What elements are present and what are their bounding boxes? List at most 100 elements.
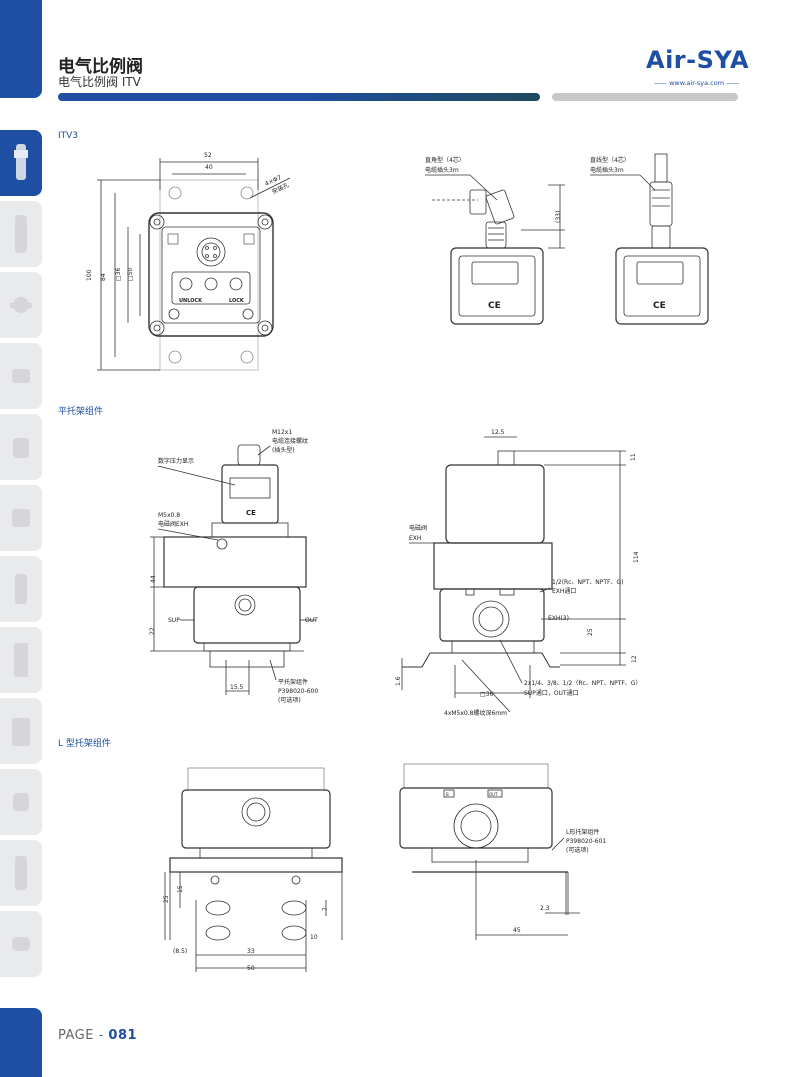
svg-text:SUP: SUP xyxy=(168,617,180,624)
svg-text:□36: □36 xyxy=(115,268,122,281)
svg-text:2.3: 2.3 xyxy=(540,905,550,912)
fitting-product-icon xyxy=(12,369,30,383)
header-bar-blue xyxy=(58,93,298,101)
svg-text:33: 33 xyxy=(247,948,255,955)
svg-text:UNLOCK: UNLOCK xyxy=(179,298,203,304)
header-bar-gray xyxy=(552,93,738,101)
svg-text:OUT: OUT xyxy=(305,617,318,624)
svg-text:直线型（4芯）: 直线型（4芯） xyxy=(590,156,630,164)
svg-text:15: 15 xyxy=(177,885,184,893)
svg-text:CE: CE xyxy=(246,509,256,517)
svg-text:CE: CE xyxy=(653,301,666,311)
svg-text:2x1/4、3/8、1/2（Rc、NPT、NPTF、G）: 2x1/4、3/8、1/2（Rc、NPT、NPTF、G） xyxy=(524,680,641,687)
section-title-l-bracket: L 型托架组件 xyxy=(58,739,111,749)
svg-text:15.5: 15.5 xyxy=(230,684,244,691)
svg-text:25: 25 xyxy=(163,895,170,903)
side-tab-top xyxy=(0,0,42,98)
svg-text:LOCK: LOCK xyxy=(229,298,245,304)
header-bar-teal xyxy=(290,93,540,101)
svg-text:P398020-601: P398020-601 xyxy=(566,838,606,845)
svg-text:□36: □36 xyxy=(480,691,493,698)
valve-product-icon xyxy=(14,144,28,180)
page-title: 电气比例阀 xyxy=(58,57,143,77)
svg-text:1/2(Rc、NPT、NPTF、G): 1/2(Rc、NPT、NPTF、G) xyxy=(552,579,623,586)
svg-text:电缆插头3m: 电缆插头3m xyxy=(590,166,624,174)
svg-text:7: 7 xyxy=(322,907,329,911)
block-product-icon xyxy=(12,509,30,527)
side-tab-product-8[interactable] xyxy=(0,627,42,693)
svg-text:11: 11 xyxy=(630,453,637,461)
side-tab-product-6[interactable] xyxy=(0,485,42,551)
svg-text:电磁阀: 电磁阀 xyxy=(409,524,427,532)
flat-bracket-front-view: CE 44 22 SUP OUT M12x1 电缆连接螺纹 (插头型) 数字压力… xyxy=(149,429,318,704)
svg-text:电缆插头3m: 电缆插头3m xyxy=(425,166,459,174)
svg-text:84: 84 xyxy=(100,273,107,281)
svg-text:电磁阀EXH: 电磁阀EXH xyxy=(158,520,188,528)
svg-text:50: 50 xyxy=(247,965,255,972)
svg-text:52: 52 xyxy=(204,152,212,159)
itv3-right-angle-view: 直角型（4芯） 电缆插头3m CE (33) xyxy=(425,156,565,325)
svg-text:45: 45 xyxy=(513,927,521,934)
svg-text:EXH(3): EXH(3) xyxy=(548,615,569,622)
silencer-product-icon xyxy=(15,856,27,890)
svg-text:(插头型): (插头型) xyxy=(272,446,295,454)
brand-url: —— www.air-sya.com —— xyxy=(654,79,740,87)
svg-text:(8.5): (8.5) xyxy=(173,948,187,955)
unit-product-icon xyxy=(14,643,28,677)
side-tab-product-5[interactable] xyxy=(0,414,42,480)
svg-text:100: 100 xyxy=(86,269,93,281)
side-tab-product-1[interactable] xyxy=(0,130,42,196)
cylinder-product-icon xyxy=(15,574,27,604)
l-bracket-side-view: B OUT L形托架组件 P398020-601 (可选项) 2.3 45 xyxy=(399,763,606,940)
svg-text:40: 40 xyxy=(205,164,213,171)
side-tab-product-4[interactable] xyxy=(0,343,42,409)
svg-text:25: 25 xyxy=(587,628,594,636)
svg-text:□50: □50 xyxy=(127,268,134,281)
svg-text:(33): (33) xyxy=(555,211,562,223)
svg-text:1.6: 1.6 xyxy=(395,676,402,686)
svg-text:44: 44 xyxy=(150,575,157,583)
section-title-itv3: ITV3 xyxy=(58,131,79,141)
svg-text:M12x1: M12x1 xyxy=(272,429,292,436)
section-title-flat-bracket: 平托架组件 xyxy=(58,407,104,417)
svg-text:平托架组件: 平托架组件 xyxy=(278,678,308,686)
filter-product-icon xyxy=(15,215,27,253)
sensor-product-icon xyxy=(12,937,30,951)
side-tab-product-3[interactable] xyxy=(0,272,42,338)
itv3-front-view: UNLOCK LOCK 52 40 100 84 □36 □50 4×Φ7 安装… xyxy=(86,152,291,371)
manifold-product-icon xyxy=(12,718,30,746)
side-tab-product-2[interactable] xyxy=(0,201,42,267)
svg-text:(可选项): (可选项) xyxy=(566,846,589,854)
regulator-product-icon xyxy=(13,438,29,458)
page-number: PAGE - 081 xyxy=(58,1028,138,1043)
svg-text:4xM5x0.8螺纹深6mm: 4xM5x0.8螺纹深6mm xyxy=(444,709,507,717)
side-tab-product-11[interactable] xyxy=(0,840,42,906)
svg-text:12.5: 12.5 xyxy=(491,429,505,436)
side-tab-product-9[interactable] xyxy=(0,698,42,764)
side-tab-product-10[interactable] xyxy=(0,769,42,835)
l-bracket-front-view: 25 15 7 10 (8.5) 33 50 xyxy=(163,767,343,972)
svg-text:(可选项): (可选项) xyxy=(278,696,301,704)
svg-text:CE: CE xyxy=(488,301,501,311)
side-tab-bottom xyxy=(0,1008,42,1077)
page-subtitle: 电气比例阀 ITV xyxy=(58,75,141,89)
svg-text:SUP通口，OUT通口: SUP通口，OUT通口 xyxy=(524,689,579,697)
svg-text:EXH: EXH xyxy=(409,535,421,542)
svg-text:OUT: OUT xyxy=(489,792,498,797)
brand-logo: Air-SYA xyxy=(646,46,750,74)
side-tab-product-7[interactable] xyxy=(0,556,42,622)
elbow-product-icon xyxy=(13,793,29,811)
itv3-straight-view: 直线型（4芯） 电缆插头3m CE xyxy=(590,153,709,325)
svg-text:22: 22 xyxy=(149,627,156,635)
svg-text:114: 114 xyxy=(633,551,640,563)
svg-text:直角型（4芯）: 直角型（4芯） xyxy=(425,156,465,164)
side-tab-product-12[interactable] xyxy=(0,911,42,977)
svg-text:M5x0.8: M5x0.8 xyxy=(158,512,180,519)
flat-bracket-side-view: 12.5 11 114 25 12 1.6 □36 电磁阀 EXH 1/2(Rc… xyxy=(395,429,641,717)
svg-text:L形托架组件: L形托架组件 xyxy=(566,828,599,836)
svg-text:电缆连接螺纹: 电缆连接螺纹 xyxy=(272,437,308,445)
svg-text:P398020-600: P398020-600 xyxy=(278,688,318,695)
svg-text:B: B xyxy=(446,792,449,797)
svg-text:EXH通口: EXH通口 xyxy=(552,587,576,595)
